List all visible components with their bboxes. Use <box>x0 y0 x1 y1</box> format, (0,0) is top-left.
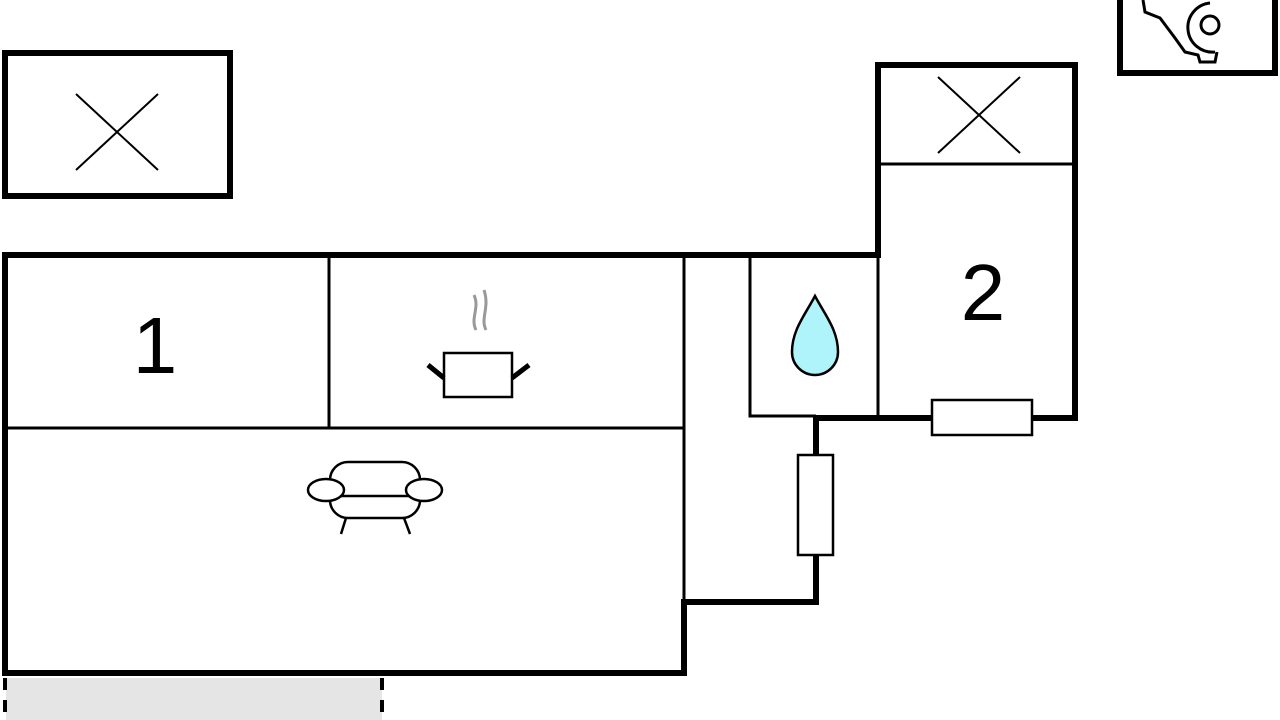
terrace <box>3 678 384 720</box>
window-icon <box>930 398 1034 437</box>
interior-walls <box>5 162 1075 602</box>
cross-box-icon <box>2 50 233 199</box>
bedroom-1-label: 1 <box>133 301 178 390</box>
bedroom-2-label: 2 <box>961 248 1006 337</box>
heating-icon <box>1117 0 1278 76</box>
window-icon <box>796 453 835 557</box>
sofa-icon <box>306 460 444 535</box>
water-drop-icon <box>790 293 840 377</box>
cross-box-icon <box>937 76 1021 154</box>
outer-walls <box>2 62 1078 676</box>
kitchen-pot-icon <box>426 289 531 399</box>
